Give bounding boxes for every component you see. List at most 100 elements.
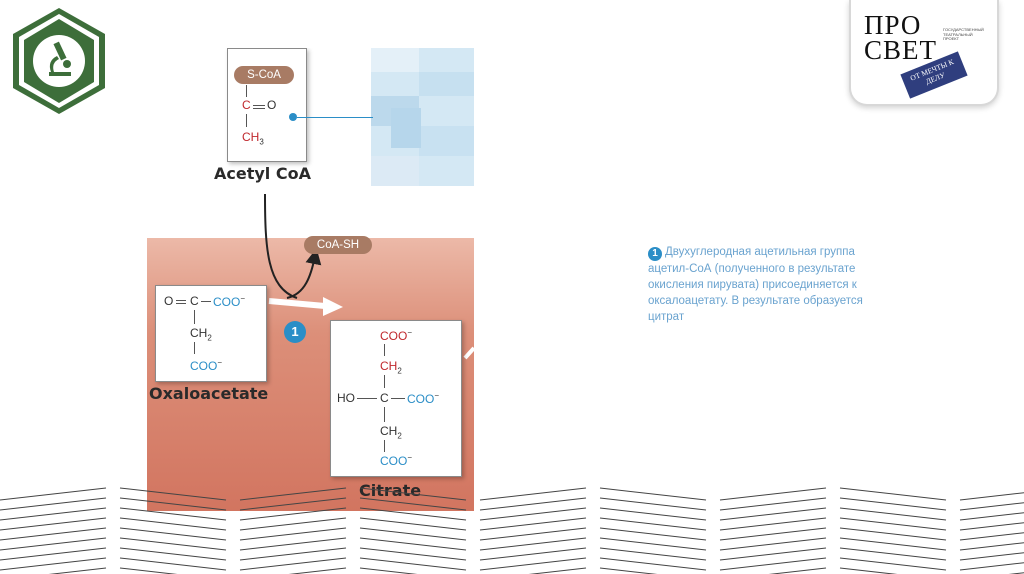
step-marker: 1: [284, 321, 306, 343]
chevron-stripe: [239, 487, 347, 501]
chevron-stripe: [479, 507, 587, 521]
chevron-stripe: [839, 527, 947, 541]
acetyl-methyl: CH3: [242, 130, 264, 146]
chevron-stripe: [839, 507, 947, 521]
chevron-stripe: [359, 497, 467, 511]
chevron-stripe: [839, 547, 947, 561]
chevron-stripe: [119, 517, 227, 531]
coo-text: COO: [190, 359, 218, 373]
chevron-stripe: [359, 567, 418, 574]
arrow-to-citrate: [268, 298, 326, 309]
chevron-stripe: [479, 517, 587, 531]
chevron-stripe: [239, 557, 347, 571]
chevron-stripe: [719, 547, 827, 561]
chevron-stripe: [0, 557, 107, 571]
chevron-stripe: [0, 517, 107, 531]
chevron-stripe: [839, 557, 947, 571]
ch-text: CH: [380, 424, 398, 438]
chevron-stripe: [119, 487, 227, 501]
chevron-stripe: [288, 567, 347, 574]
chevron-stripe: [0, 547, 107, 561]
bond: [246, 114, 247, 127]
ch-text: CH: [190, 326, 208, 340]
chevron-stripe: [959, 562, 1024, 571]
chevron-stripe: [0, 507, 107, 521]
coo-text: COO: [407, 392, 435, 406]
chevron-stripe: [719, 487, 827, 501]
chevron-stripe: [359, 487, 467, 501]
chevron-stripe: [239, 507, 347, 521]
bond: [384, 440, 385, 452]
chevron-stripe: [0, 537, 107, 551]
acetyl-oxygen: O: [267, 98, 277, 112]
oxalo-carbon: C: [190, 294, 199, 308]
chevron-stripe: [839, 567, 898, 574]
chevron-stripe: [239, 497, 347, 511]
acetyl-coa-label: Acetyl CoA: [214, 164, 311, 183]
bond: [201, 301, 211, 302]
coo-text: COO: [380, 329, 408, 343]
citrate-coo-bottom: COO−: [380, 453, 412, 468]
chevron-stripe: [119, 537, 227, 551]
connector-line: [297, 117, 373, 118]
citrate-carbon: C: [380, 391, 389, 405]
microscope-emblem-icon: [49, 41, 71, 76]
chevron-stripe: [0, 497, 107, 511]
chevron-stripe: [0, 487, 107, 501]
chevron-stripe: [359, 507, 467, 521]
chevron-stripe: [479, 497, 587, 511]
oxalo-ch2: CH2: [190, 326, 212, 342]
bond: [384, 344, 385, 356]
chevron-stripe: [839, 517, 947, 531]
coo-text: COO: [380, 454, 408, 468]
minus-sign: −: [217, 358, 223, 367]
connector-dot: [289, 113, 297, 121]
methyl-ch: CH: [242, 130, 260, 144]
chevron-stripe: [599, 537, 707, 551]
minus-sign: −: [407, 328, 413, 337]
chevron-stripe: [119, 567, 178, 574]
chevron-stripe: [599, 517, 707, 531]
s-coa-pill: S-CoA: [234, 66, 294, 84]
chevron-stripe: [48, 567, 107, 574]
chevron-stripe: [599, 557, 707, 571]
subscript: 2: [397, 366, 402, 376]
chevron-stripe: [719, 557, 827, 571]
chevron-stripe: [959, 532, 1024, 541]
chevron-stripe: [599, 547, 707, 561]
chevron-stripe: [119, 497, 227, 511]
bond: [253, 105, 265, 106]
citrate-coo-top: COO−: [380, 328, 412, 343]
chevron-stripe: [959, 522, 1024, 531]
chevron-stripe: [239, 527, 347, 541]
bond: [194, 310, 195, 324]
chevron-stripe: [959, 502, 1024, 511]
minus-sign: −: [240, 294, 246, 303]
chevron-stripe: [119, 547, 227, 561]
chevron-stripe: [839, 537, 947, 551]
chevron-stripe: [239, 517, 347, 531]
citrate-coo-right: COO−: [407, 391, 439, 406]
chevron-stripe: [479, 547, 587, 561]
ch-text: CH: [380, 359, 398, 373]
annotation-text: Двухуглеродная ацетильная группа ацетил-…: [648, 246, 863, 323]
chevron-stripe: [599, 567, 658, 574]
coo-text: COO: [213, 295, 241, 309]
chevron-stripe: [359, 517, 467, 531]
chevron-stripe: [839, 497, 947, 511]
chevron-stripe: [0, 527, 107, 541]
oxaloacetate-label: Oxaloacetate: [149, 384, 269, 403]
citrate-ho: HO: [337, 391, 355, 405]
bond: [176, 300, 186, 301]
chevron-stripe: [959, 542, 1024, 551]
methyl-subscript: 3: [259, 137, 264, 147]
bond: [194, 342, 195, 354]
chevron-stripe: [719, 497, 827, 511]
bond: [253, 108, 265, 109]
chevron-stripe: [839, 487, 947, 501]
prosvet-logo: ПРО СВЕТ ГОСУДАРСТВЕННЫЙ ТЕАТРАЛЬНЫЙ ПРО…: [849, 0, 999, 106]
chevron-stripe: [599, 487, 707, 501]
acetyl-carbon1: C: [242, 98, 251, 112]
citric-acid-figure: S-CoA C O CH3 Acetyl CoA CoA-SH O C COO−…: [147, 48, 474, 511]
